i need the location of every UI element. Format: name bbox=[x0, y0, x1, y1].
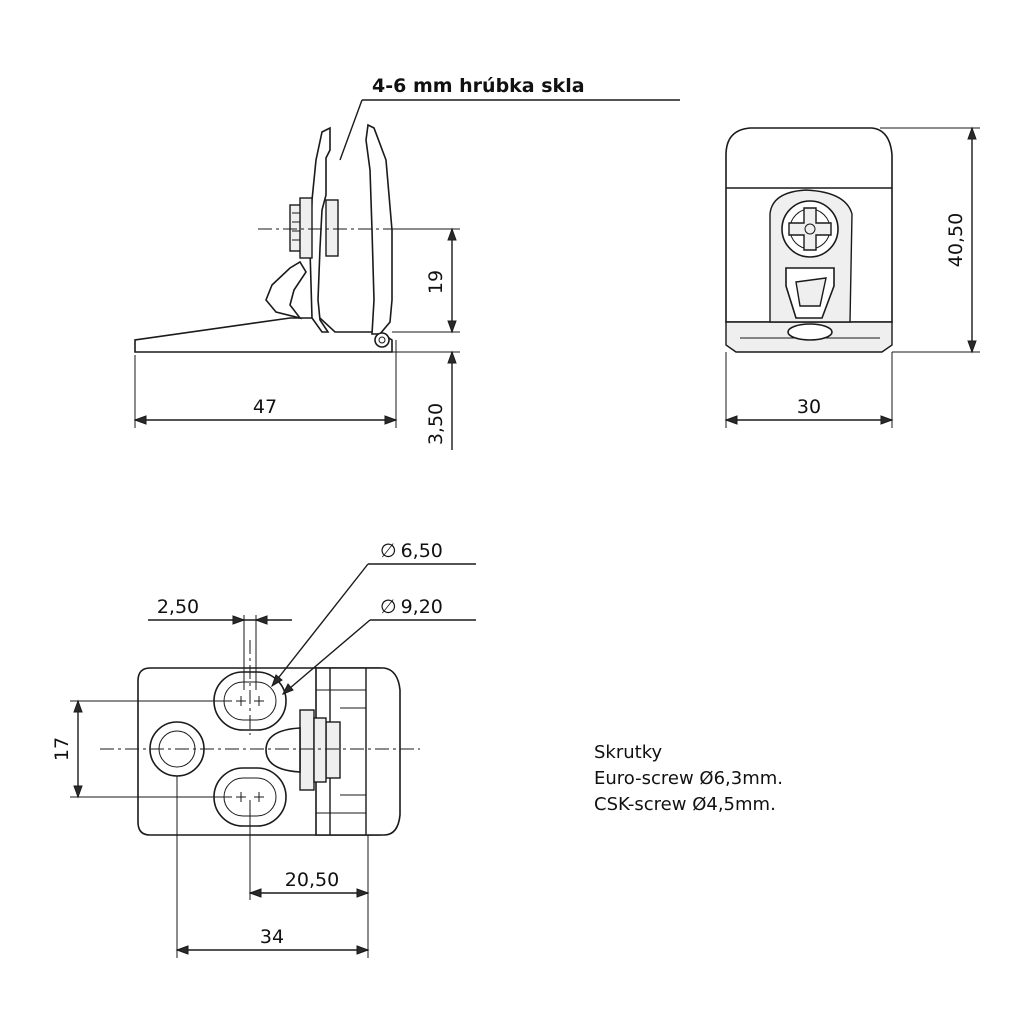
top-screw-head bbox=[265, 727, 301, 773]
screws-note-title: Skrutky bbox=[594, 742, 662, 763]
glass-thickness-label: 4-6 mm hrúbka skla bbox=[372, 75, 585, 97]
screws-note-csk: CSK-screw Ø4,5mm. bbox=[594, 794, 776, 815]
dim-2-50-label: 2,50 bbox=[157, 596, 199, 618]
dim-3-50-label: 3,50 bbox=[425, 403, 447, 445]
screws-note: Skrutky Euro-screw Ø6,3mm. CSK-screw Ø4,… bbox=[594, 742, 783, 815]
side-screw-head bbox=[299, 197, 313, 259]
dim-19-label: 19 bbox=[425, 270, 447, 294]
dim-17-label: 17 bbox=[51, 737, 73, 761]
side-view: 4-6 mm hrúbka skla 19 3,50 47 bbox=[133, 75, 680, 450]
top-screw-washer bbox=[299, 709, 315, 791]
screws-note-euro: Euro-screw Ø6,3mm. bbox=[594, 768, 783, 789]
side-base-plate bbox=[134, 317, 393, 353]
dim-30-label: 30 bbox=[797, 396, 821, 418]
side-spring-clip bbox=[265, 260, 307, 320]
dim-40-50-label: 40,50 bbox=[945, 213, 967, 267]
top-clamp-body bbox=[315, 667, 401, 836]
top-view: 2,50 ∅6,50 ∅9,20 17 20,50 bbox=[51, 540, 476, 958]
side-screw-nut bbox=[325, 199, 339, 257]
top-screw-nut bbox=[325, 721, 341, 779]
dim-34-label: 34 bbox=[260, 926, 284, 948]
dim-47-label: 47 bbox=[253, 396, 277, 418]
side-pivot-pin bbox=[374, 332, 390, 348]
dim-20-50-label: 20,50 bbox=[285, 869, 339, 891]
dim-diameter-9-20-label: ∅9,20 bbox=[380, 596, 443, 618]
dim-diameter-6-50-label: ∅6,50 bbox=[380, 540, 443, 562]
front-view: 40,50 30 bbox=[724, 126, 980, 428]
front-phillips-slot bbox=[788, 207, 832, 251]
